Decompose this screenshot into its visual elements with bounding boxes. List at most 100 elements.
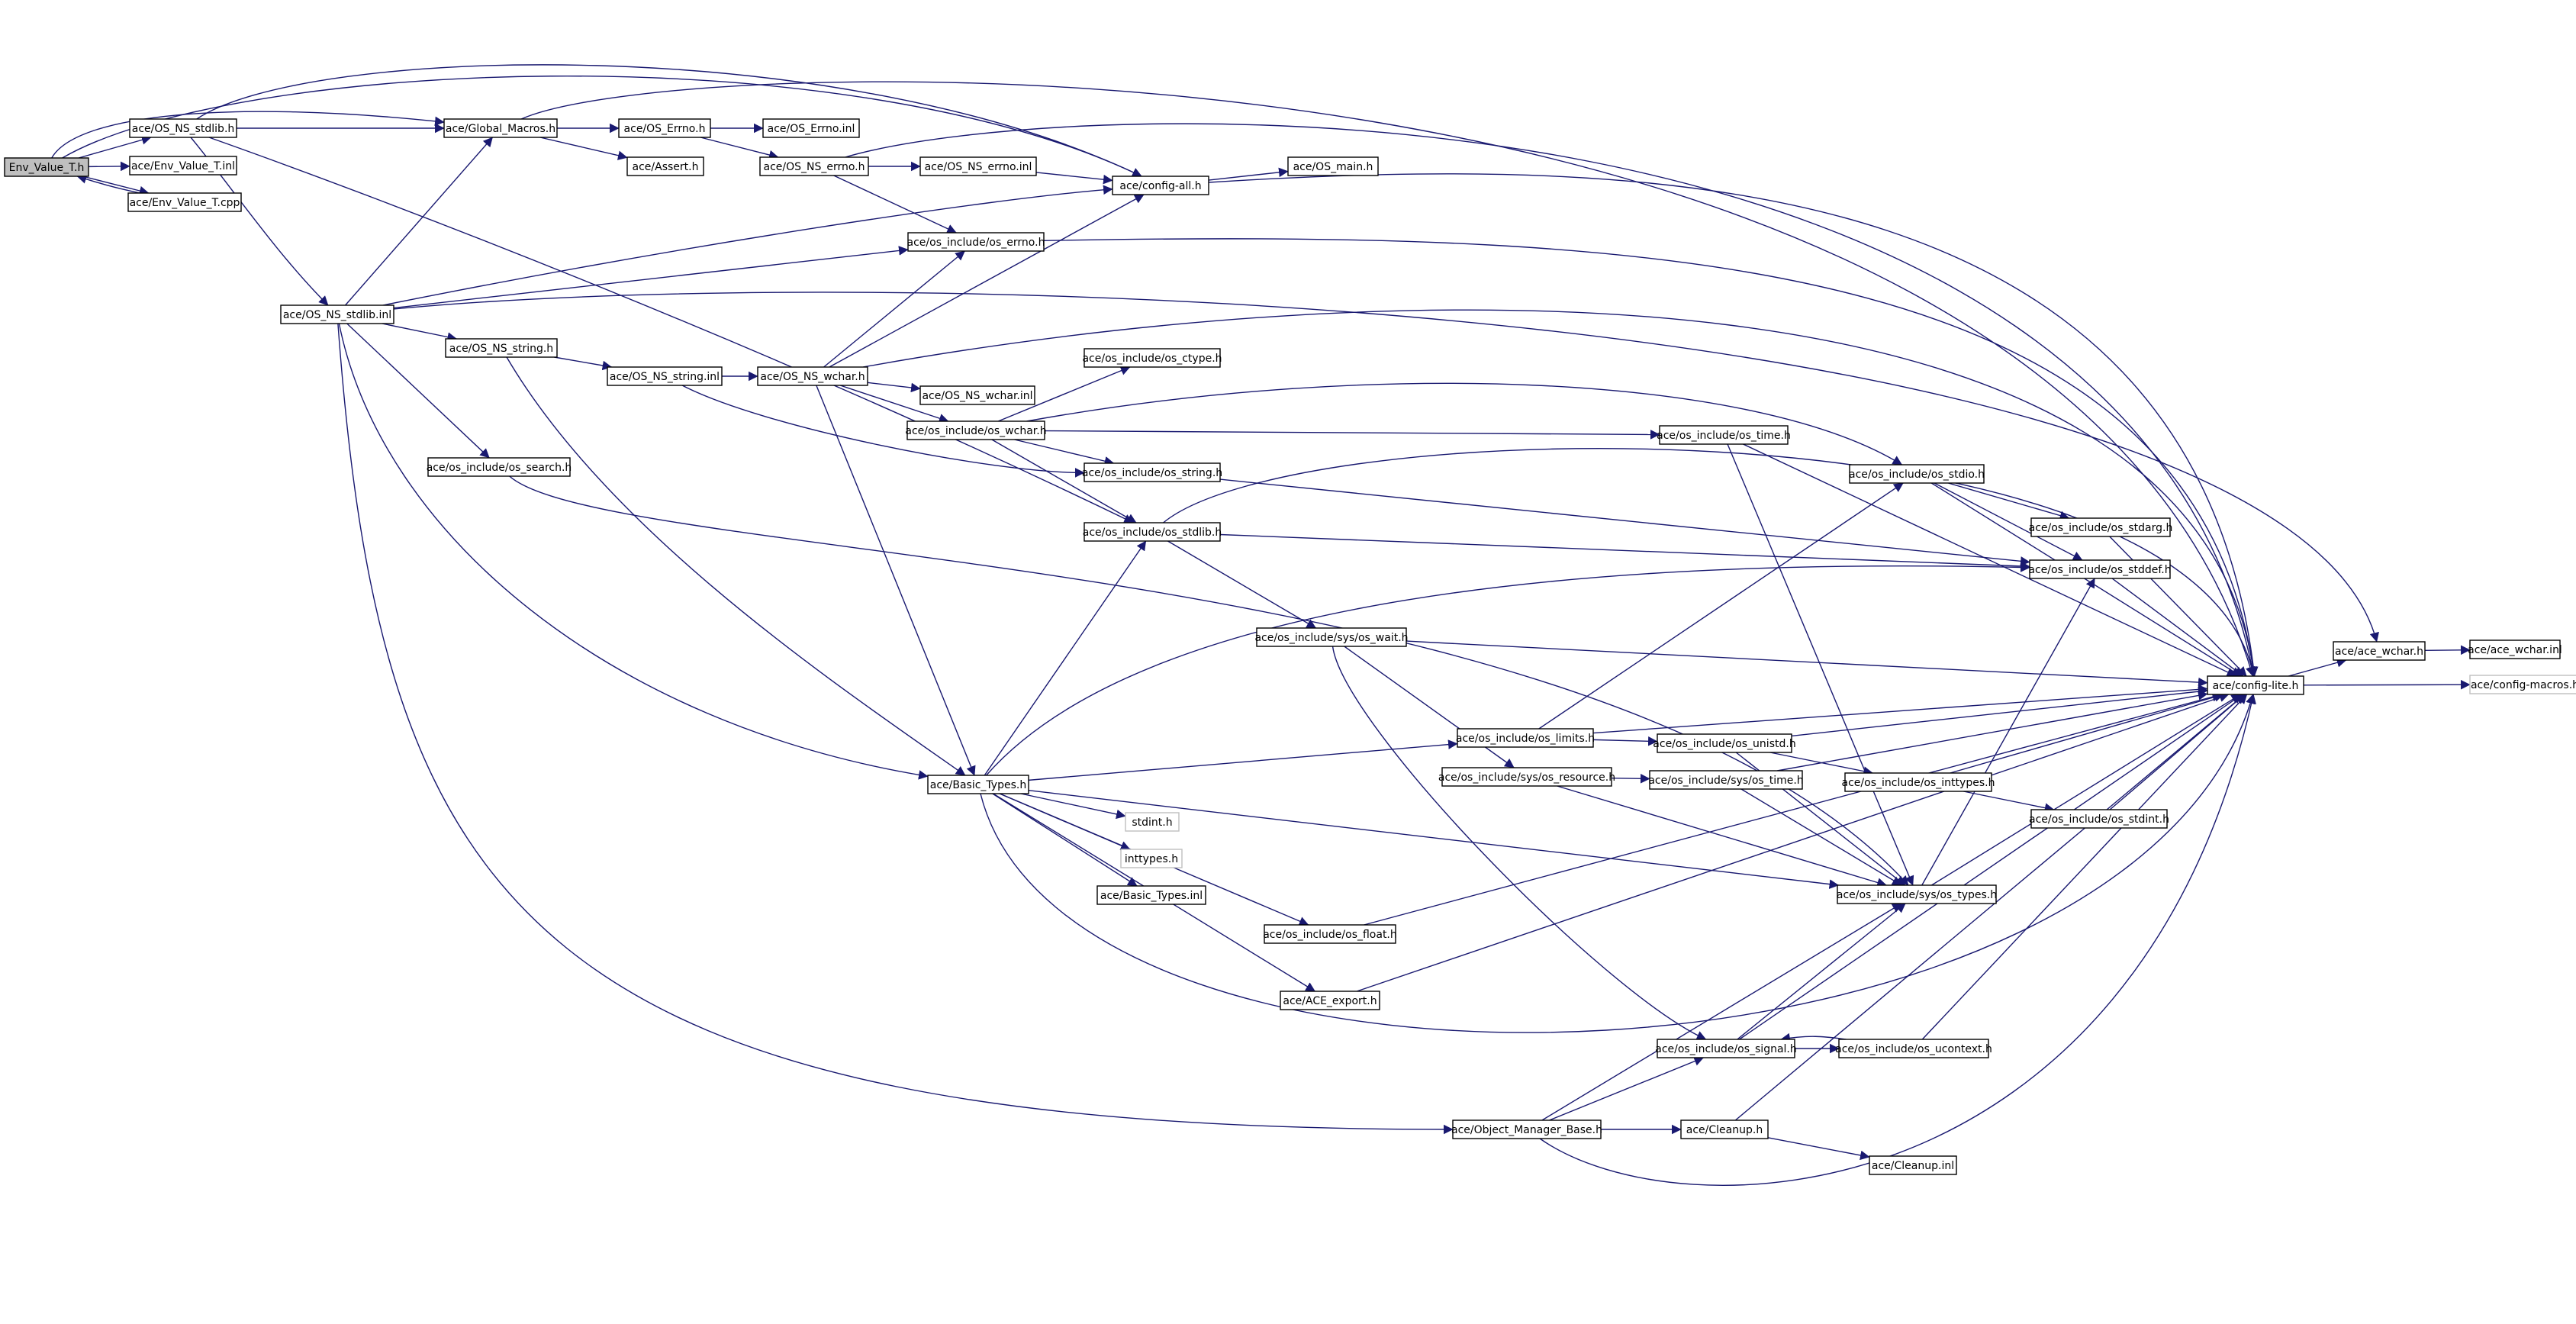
node-os-ns-stdlib-inl[interactable]: ace/OS_NS_stdlib.inl: [280, 304, 394, 324]
node-config-all-h[interactable]: ace/config-all.h: [1112, 176, 1209, 195]
edge-os_stdlib_h-to-config_lite_h: [1163, 448, 2257, 677]
node-label: ace/os_include/os_inttypes.h: [1842, 777, 1995, 789]
edge-object_manager_base_h-to-config_lite_h: [1539, 694, 2256, 1186]
node-config-macros-h[interactable]: ace/config-macros.h: [2469, 675, 2576, 694]
node-object-manager-base-h[interactable]: ace/Object_Manager_Base.h: [1451, 1119, 1602, 1139]
edge-os_ns_stdlib_inl-to-object_manager_base_h: [337, 323, 1454, 1135]
node-box: [927, 775, 1029, 794]
node-env-value-t-cpp[interactable]: ace/Env_Value_T.cpp: [127, 192, 242, 212]
node-label: ace/OS_NS_wchar.h: [760, 371, 865, 383]
edge-os_wchar_h-to-os_ctype_h: [997, 366, 1131, 422]
node-box: [443, 118, 558, 138]
node-stdint-h[interactable]: stdint.h: [1125, 812, 1180, 832]
edge-basic_types_h-to-os_stdlib_h: [984, 540, 1147, 776]
node-ace-wchar-h[interactable]: ace/ace_wchar.h: [2333, 641, 2426, 661]
edge-os_ns_stdlib_inl-to-basic_types_h: [338, 323, 929, 780]
node-box: [906, 420, 1045, 440]
node-os-stdint-h[interactable]: ace/os_include/os_stdint.h: [2029, 809, 2169, 829]
node-box: [1084, 348, 1221, 368]
edge-os_inttypes_h-to-os_stdint_h: [1963, 791, 2055, 813]
edge-os_signal_h-to-os_types_h: [1737, 903, 1906, 1040]
node-cleanup-inl[interactable]: ace/Cleanup.inl: [1869, 1155, 1957, 1175]
node-label: ace/os_include/os_time.h: [1657, 430, 1791, 442]
node-os-time-h[interactable]: ace/os_include/os_time.h: [1657, 425, 1791, 445]
node-os-stdarg-h[interactable]: ace/os_include/os_stdarg.h: [2029, 517, 2173, 537]
node-os-include-os-errno-h[interactable]: ace/os_include/os_errno.h: [907, 232, 1045, 252]
edge-basic_types_h-to-stdint_h: [1020, 793, 1126, 820]
edge-global_macros_h-to-assert_h: [539, 137, 628, 160]
node-box: [1287, 156, 1379, 176]
node-label: ace/OS_NS_errno.inl: [925, 161, 1032, 173]
edge-os_ns_string_inl-to-os_string_h: [681, 385, 1085, 478]
node-env-value-t-h[interactable]: Env_Value_T.h: [4, 157, 89, 177]
edge-os_ucontext_h-to-config_lite_h: [1921, 694, 2248, 1040]
node-box: [2030, 809, 2168, 829]
node-basic-types-inl[interactable]: ace/Basic_Types.inl: [1096, 885, 1206, 905]
node-os-limits-h[interactable]: ace/os_include/os_limits.h: [1456, 728, 1595, 748]
edge-os_resource_h-to-sys_os_time_h: [1611, 773, 1650, 784]
node-os-wchar-h[interactable]: ace/os_include/os_wchar.h: [905, 420, 1047, 440]
node-os-stdio-h[interactable]: ace/os_include/os_stdio.h: [1849, 464, 1985, 484]
node-global-macros-h[interactable]: ace/Global_Macros.h: [443, 118, 558, 138]
node-os-ns-wchar-h[interactable]: ace/OS_NS_wchar.h: [757, 366, 868, 386]
node-os-ns-string-h[interactable]: ace/OS_NS_string.h: [445, 338, 558, 358]
node-sys-os-time-h[interactable]: ace/os_include/sys/os_time.h: [1648, 770, 1804, 790]
node-os-ns-errno-h[interactable]: ace/OS_NS_errno.h: [759, 156, 869, 176]
node-os-wait-h[interactable]: ace/os_include/sys/os_wait.h: [1254, 627, 1409, 647]
node-os-errno-inl[interactable]: ace/OS_Errno.inl: [762, 118, 860, 138]
node-os-ns-stdlib-h[interactable]: ace/OS_NS_stdlib.h: [129, 118, 237, 138]
node-os-unistd-h[interactable]: ace/os_include/os_unistd.h: [1653, 733, 1796, 753]
node-box: [2469, 675, 2576, 694]
node-config-lite-h[interactable]: ace/config-lite.h: [2207, 675, 2304, 695]
node-inttypes-h[interactable]: inttypes.h: [1120, 849, 1183, 868]
edge-cleanup_h-to-cleanup_inl: [1767, 1137, 1870, 1161]
node-box: [1657, 1039, 1795, 1058]
node-label: ace/os_include/os_ctype.h: [1082, 353, 1222, 365]
node-basic-types-h[interactable]: ace/Basic_Types.h: [927, 775, 1029, 794]
edge-sys_os_time_h-to-config_lite_h: [1777, 691, 2208, 772]
node-os-inttypes-h[interactable]: ace/os_include/os_inttypes.h: [1842, 772, 1995, 792]
node-os-stdlib-h[interactable]: ace/os_include/os_stdlib.h: [1083, 522, 1222, 542]
edge-os_unistd_h-to-config_lite_h: [1791, 686, 2208, 737]
node-os-signal-h[interactable]: ace/os_include/os_signal.h: [1655, 1039, 1797, 1058]
node-os-string-h[interactable]: ace/os_include/os_string.h: [1082, 462, 1222, 482]
node-box: [757, 366, 868, 386]
edge-cleanup_h-to-config_lite_h: [1734, 694, 2246, 1121]
node-label: ace/os_include/sys/os_resource.h: [1438, 772, 1615, 784]
node-label: ace/config-macros.h: [2471, 679, 2576, 691]
node-os-ucontext-h[interactable]: ace/os_include/os_ucontext.h: [1835, 1039, 1992, 1058]
node-os-resource-h[interactable]: ace/os_include/sys/os_resource.h: [1438, 767, 1615, 787]
node-box: [1096, 885, 1206, 905]
node-cleanup-h[interactable]: ace/Cleanup.h: [1680, 1119, 1769, 1139]
node-label: ace/OS_NS_stdlib.inl: [283, 309, 391, 321]
node-os-ns-errno-inl[interactable]: ace/OS_NS_errno.inl: [919, 156, 1037, 176]
node-ace-export-h[interactable]: ace/ACE_export.h: [1280, 991, 1380, 1010]
node-box: [1680, 1119, 1769, 1139]
node-box: [1657, 733, 1792, 753]
edge-env_value_t_h-to-global_macros_h: [51, 111, 445, 159]
node-os-float-h[interactable]: ace/os_include/os_float.h: [1263, 924, 1397, 944]
node-os-types-h[interactable]: ace/os_include/sys/os_types.h: [1837, 884, 1997, 904]
node-os-stddef-h[interactable]: ace/os_include/os_stddef.h: [2028, 559, 2172, 579]
node-os-errno-h[interactable]: ace/OS_Errno.h: [618, 118, 711, 138]
edge-config_all_h-to-os_main_h: [1208, 167, 1289, 181]
edge-os_string_h-to-os_stddef_h: [1219, 478, 2030, 566]
node-box: [2029, 559, 2171, 579]
node-label: ace/OS_NS_stdlib.h: [132, 123, 235, 135]
node-os-ns-wchar-inl[interactable]: ace/OS_NS_wchar.inl: [919, 385, 1035, 405]
node-label: ace/OS_NS_errno.h: [763, 161, 865, 173]
edge-os_resource_h-to-os_types_h: [1557, 785, 1887, 887]
node-box: [1649, 770, 1803, 790]
node-box: [445, 338, 558, 358]
edge-os_wchar_h-to-os_time_h: [1044, 430, 1660, 440]
node-os-ns-string-inl[interactable]: ace/OS_NS_string.inl: [607, 366, 723, 386]
node-os-main-h[interactable]: ace/OS_main.h: [1287, 156, 1379, 176]
node-assert-h[interactable]: ace/Assert.h: [626, 156, 704, 176]
node-ace-wchar-inl[interactable]: ace/ace_wchar.inl: [2468, 639, 2562, 659]
node-os-ctype-h[interactable]: ace/os_include/os_ctype.h: [1082, 348, 1222, 368]
node-env-value-t-inl[interactable]: ace/Env_Value_T.inl: [129, 156, 237, 176]
edge-os_ucontext_h-to-os_signal_h: [1780, 1032, 1847, 1043]
edge-global_macros_h-to-config_lite_h: [520, 81, 2256, 677]
node-os-search-h[interactable]: ace/os_include/os_search.h: [427, 457, 572, 477]
